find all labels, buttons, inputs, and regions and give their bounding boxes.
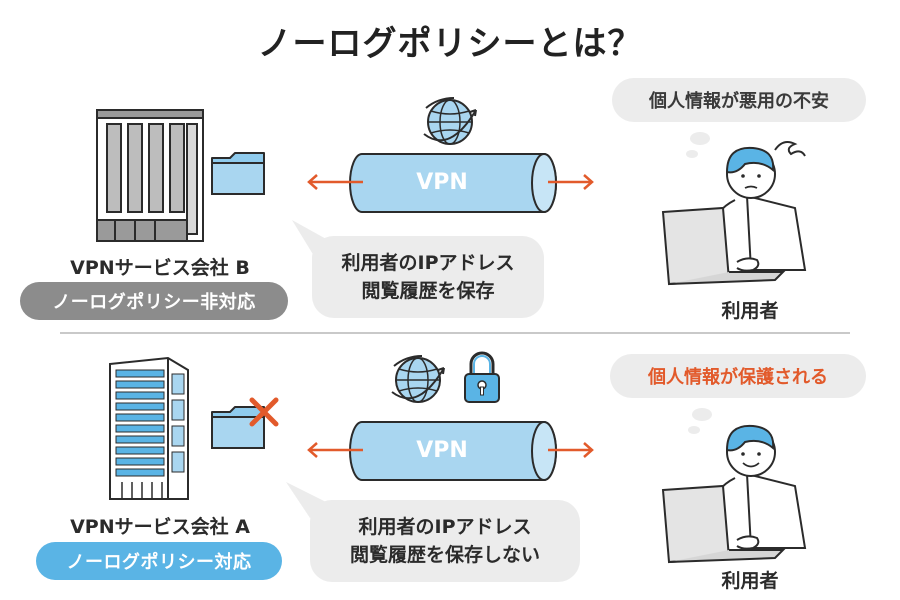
arrow-right: [548, 442, 594, 458]
vpn-tube: [349, 421, 557, 481]
no-log-policy-unsupported-badge: ノーログポリシー非対応: [20, 282, 288, 320]
server-icon: [96, 109, 204, 242]
no-log-retention-bubble: 利用者のIPアドレス 閲覧履歴を保存しない: [310, 500, 580, 582]
building-icon: [109, 356, 189, 500]
user-label: 利用者: [721, 570, 779, 592]
bubble-line-2: 閲覧履歴を保存: [361, 280, 495, 302]
log-retention-bubble: 利用者のIPアドレス 閲覧履歴を保存: [312, 236, 544, 318]
thought-bubble: 個人情報が悪用の不安: [612, 78, 866, 122]
user-with-laptop-icon: [661, 141, 807, 286]
vpn-tube-label: VPN: [416, 170, 468, 195]
thought-dot: [686, 150, 698, 158]
page-title: ノーログポリシーとは？: [257, 24, 643, 64]
user-with-laptop-icon: [661, 424, 807, 564]
thought-bubble: 個人情報が保護される: [610, 354, 866, 398]
bubble-line-2: 閲覧履歴を保存しない: [349, 544, 540, 566]
bubble-line-1: 利用者のIPアドレス: [341, 252, 515, 274]
vpn-tube-label: VPN: [416, 438, 468, 463]
globe-icon: [423, 97, 477, 145]
thought-dot: [688, 426, 700, 434]
no-log-policy-supported-badge: ノーログポリシー対応: [36, 542, 282, 580]
globe-icon: [391, 355, 445, 403]
arrow-left: [307, 442, 363, 458]
folder-icon: [211, 406, 265, 449]
arrow-right: [548, 174, 594, 190]
arrow-left: [307, 174, 363, 190]
user-label: 利用者: [721, 300, 779, 322]
padlock-icon: [464, 351, 500, 403]
bubble-line-1: 利用者のIPアドレス: [358, 516, 532, 538]
thought-dot: [690, 132, 710, 145]
section-divider: [60, 332, 850, 334]
company-b-name: VPNサービス会社 B: [70, 257, 250, 279]
company-a-name: VPNサービス会社 A: [70, 516, 250, 538]
thought-dot: [692, 408, 712, 421]
folder-icon: [211, 152, 265, 195]
cross-icon: [249, 397, 279, 427]
